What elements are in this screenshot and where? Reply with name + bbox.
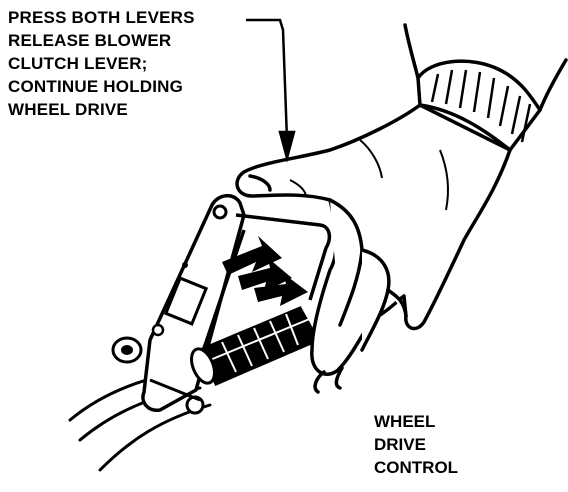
sleeve-cuff-stripes xyxy=(430,69,532,143)
callout-line: RELEASE BLOWER xyxy=(8,31,172,50)
wheel-drive-control-label: WHEEL DRIVE CONTROL xyxy=(374,410,458,479)
callout-instruction-text: PRESS BOTH LEVERS RELEASE BLOWER CLUTCH … xyxy=(8,6,195,121)
squeeze-direction-arrows-icon xyxy=(222,236,308,306)
blower-clutch-lever xyxy=(141,194,246,415)
callout-line: CLUTCH LEVER; xyxy=(8,54,148,73)
callout-line: CONTINUE HOLDING xyxy=(8,77,184,96)
pivot-knob xyxy=(111,336,143,364)
label-line: DRIVE xyxy=(374,435,426,454)
callout-line: PRESS BOTH LEVERS xyxy=(8,8,195,27)
hand-wrinkles xyxy=(289,139,449,211)
wheel-drive-lever xyxy=(198,213,332,361)
label-line: CONTROL xyxy=(374,458,459,477)
label-line: WHEEL xyxy=(374,412,436,431)
callout-arrow-icon xyxy=(246,18,296,163)
callout-line: WHEEL DRIVE xyxy=(8,100,128,119)
